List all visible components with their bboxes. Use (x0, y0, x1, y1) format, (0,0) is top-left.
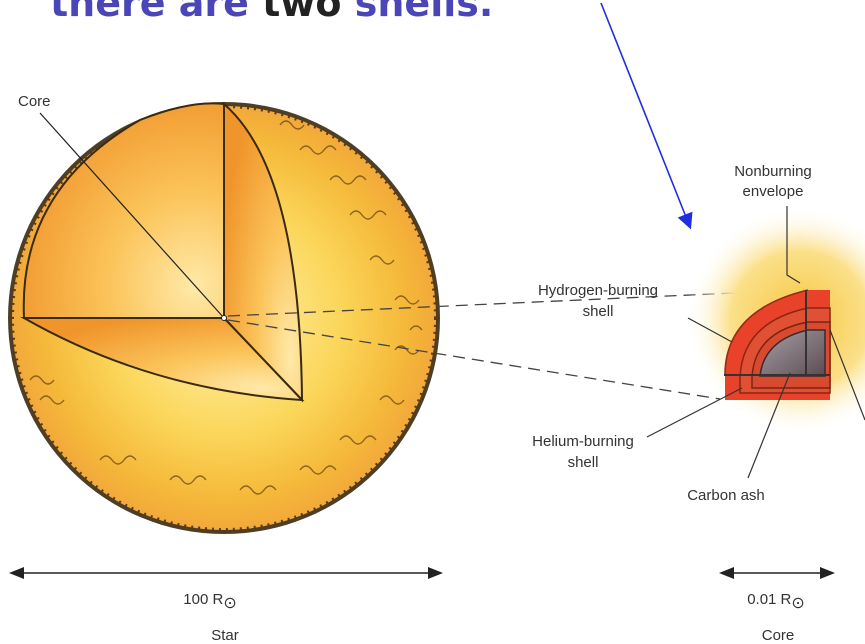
label-nonburning-1: Nonburning (734, 163, 812, 180)
core-caption: Core (762, 627, 795, 644)
core-shells-illustration (685, 205, 865, 435)
heading-text-1: there are (50, 0, 262, 25)
sun-symbol: ⊙ (223, 595, 236, 612)
label-nonburning-2: envelope (743, 183, 804, 200)
heading-text-2: shells. (342, 0, 494, 25)
star-scale-value: 100 R⊙ (183, 591, 236, 612)
star-illustration (8, 101, 440, 534)
core-scale-value: 0.01 R⊙ (747, 591, 805, 612)
sun-symbol: ⊙ (791, 595, 804, 612)
label-helium-2: shell (568, 454, 599, 471)
label-helium-1: Helium-burning (532, 433, 634, 450)
label-core: Core (18, 93, 51, 110)
label-hydrogen-2: shell (583, 303, 614, 320)
pointer-arrow (600, 2, 693, 230)
slide-heading: there are two shells. (50, 0, 493, 25)
star-caption: Star (211, 627, 239, 644)
label-hydrogen-1: Hydrogen-burning (538, 282, 658, 299)
label-carbon-ash: Carbon ash (687, 487, 765, 504)
heading-text-emphasis: two (262, 0, 341, 25)
